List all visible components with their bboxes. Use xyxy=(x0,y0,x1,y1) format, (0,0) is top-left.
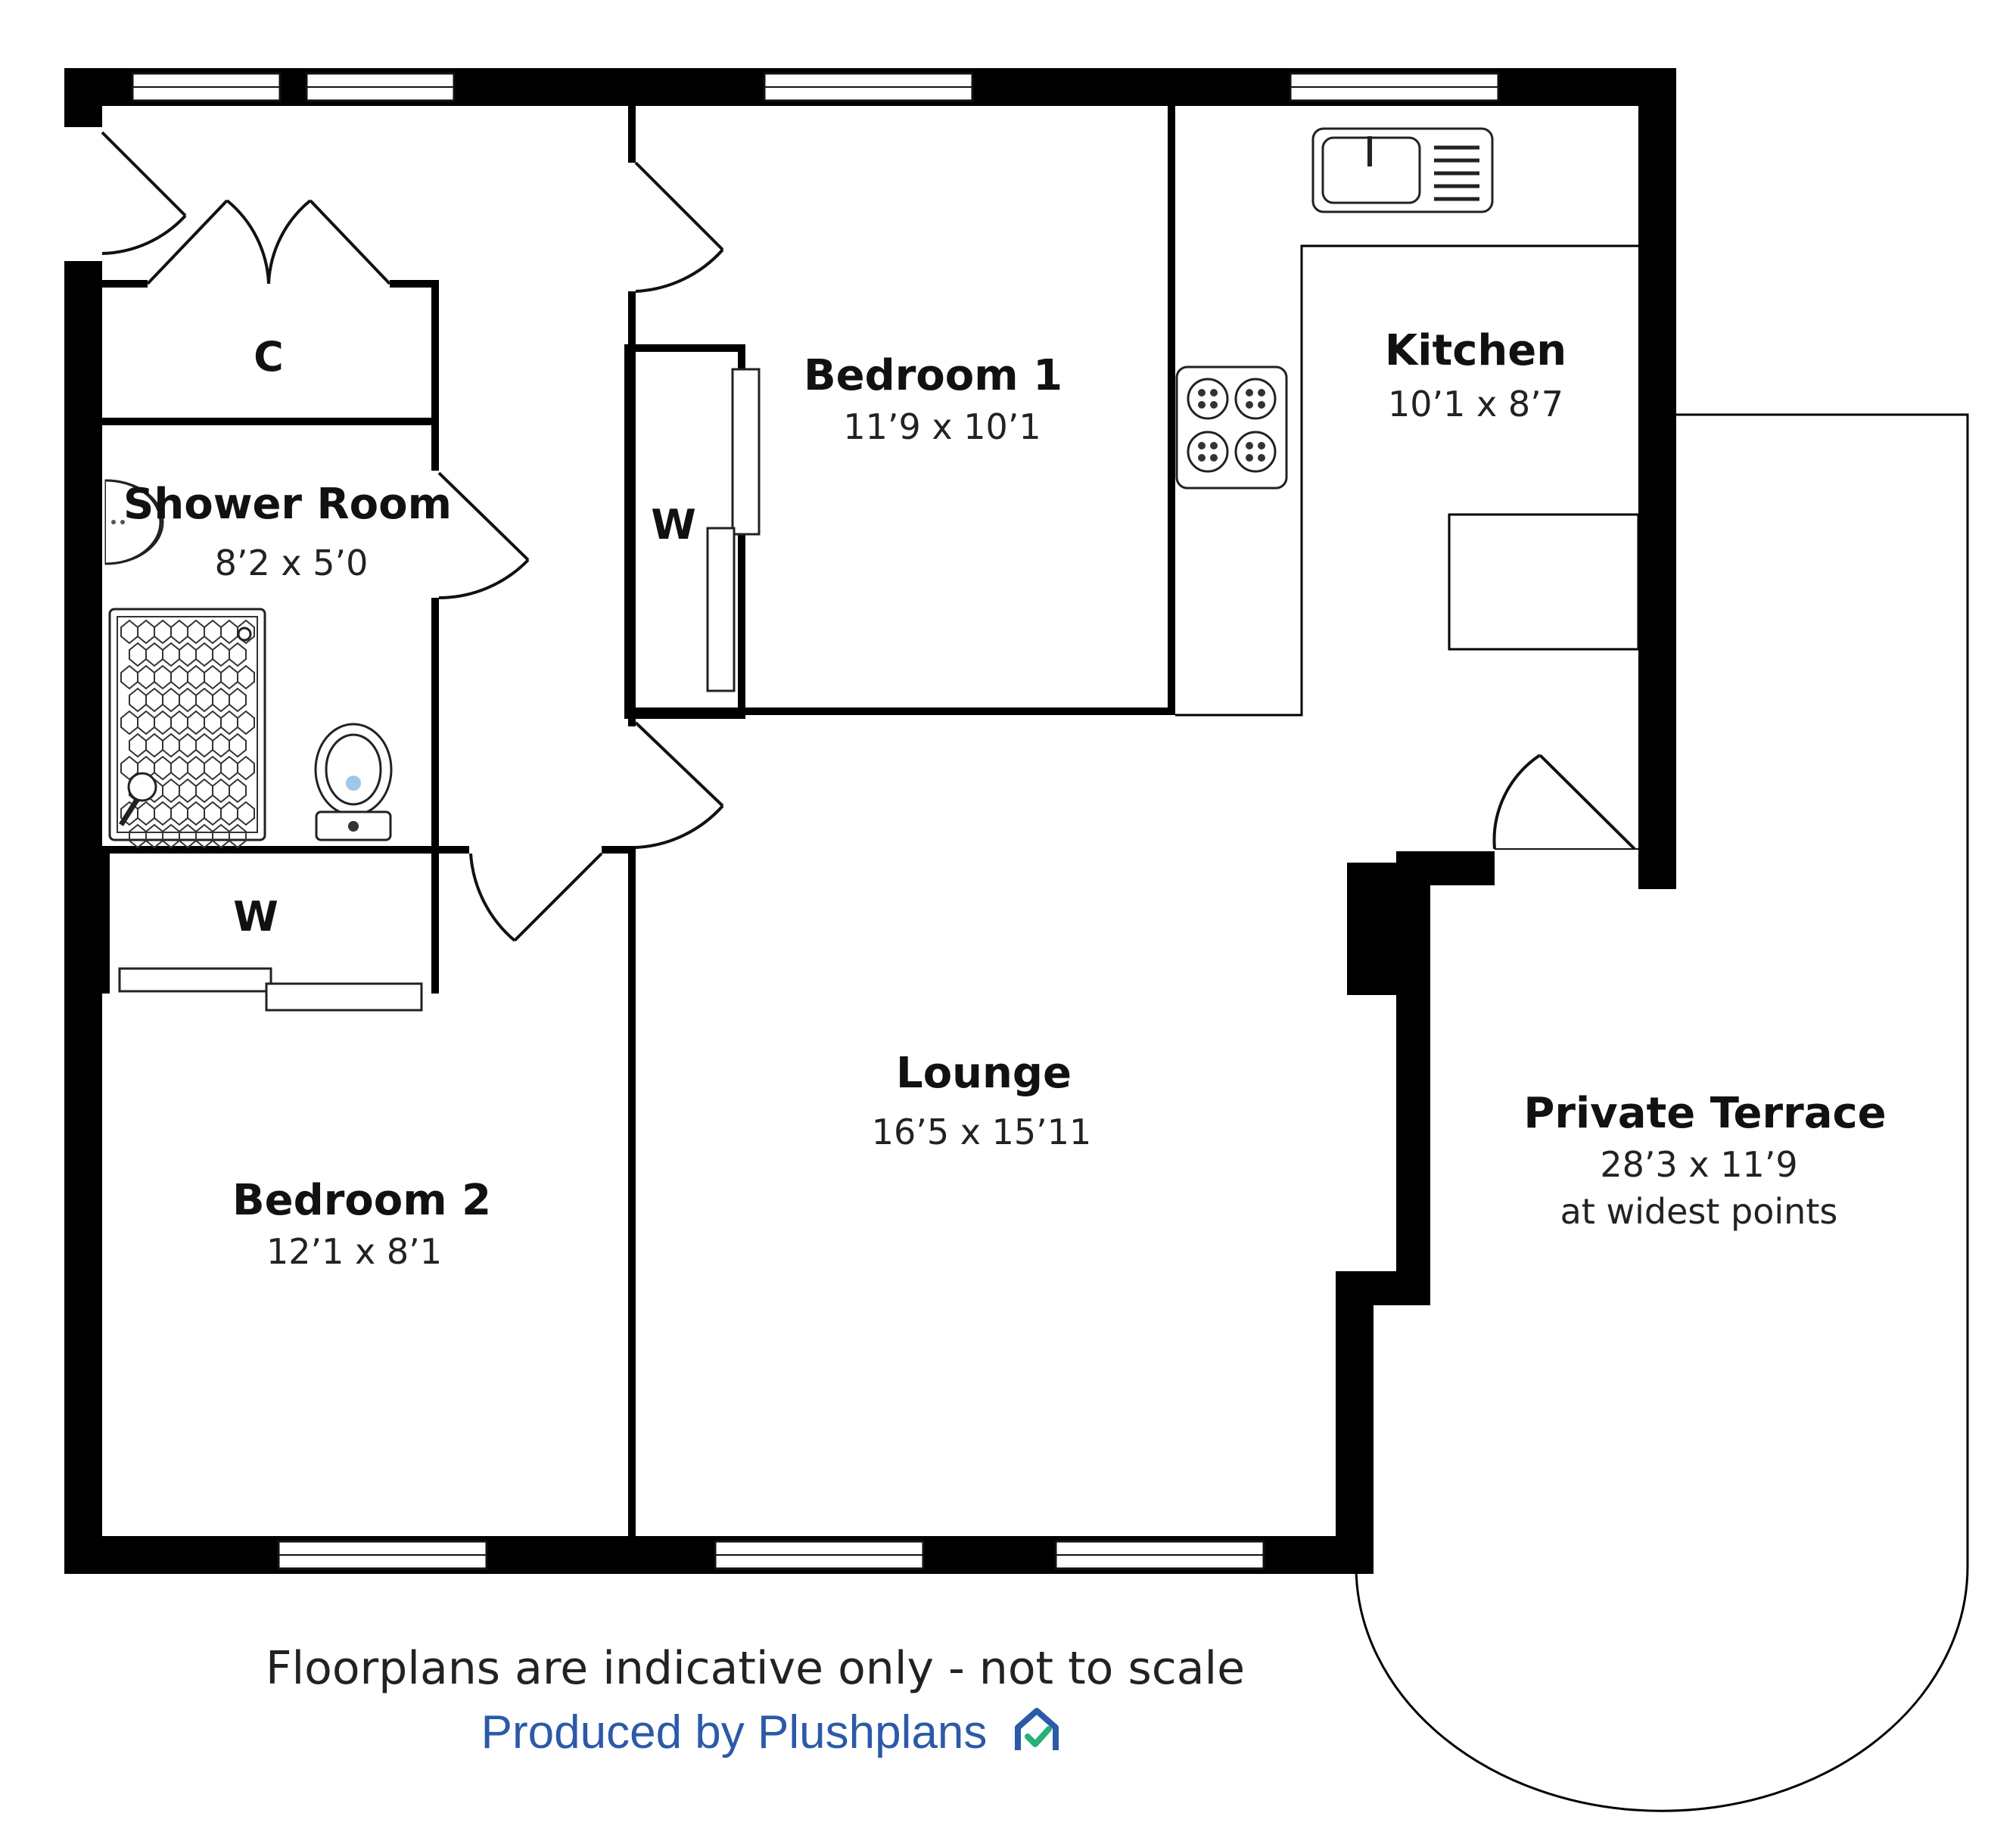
shower-tile xyxy=(237,664,255,690)
terrace-outline xyxy=(1355,413,1969,1812)
room-name-shower: Shower Room xyxy=(123,480,452,529)
room-dims-kitchen: 10’1 x 8’7 xyxy=(1388,384,1563,424)
cupboard-code: C xyxy=(254,333,284,381)
room-dims-lounge: 16’5 x 15’11 xyxy=(872,1112,1092,1152)
sink-icon xyxy=(1311,127,1494,213)
room-note-terrace: at widest points xyxy=(1560,1191,1838,1232)
room-name-terrace: Private Terrace xyxy=(1523,1089,1886,1138)
toilet-icon xyxy=(314,723,393,841)
room-dims-shower: 8’2 x 5’0 xyxy=(215,543,369,583)
room-dims-bedroom1: 11’9 x 10’1 xyxy=(843,406,1041,447)
credit-text: Produced by Plushplans xyxy=(481,1706,988,1759)
shower-tile xyxy=(237,710,255,735)
shower-tile xyxy=(229,823,247,849)
basin-icon xyxy=(104,479,164,565)
wardrobe-code-bedroom1: W xyxy=(651,501,696,549)
shower-tile xyxy=(229,687,247,713)
room-name-bedroom2: Bedroom 2 xyxy=(232,1176,491,1225)
room-dims-terrace: 28’3 x 11’9 xyxy=(1600,1144,1797,1185)
wardrobe-bedroom2 xyxy=(118,967,423,1012)
plushplans-house-check-icon xyxy=(1015,1708,1059,1750)
shower-tile xyxy=(237,619,255,645)
disclaimer-text: Floorplans are indicative only - not to … xyxy=(266,1642,1245,1695)
shower-tile xyxy=(237,801,255,826)
windows xyxy=(131,72,1500,1570)
hob-icon xyxy=(1175,365,1288,490)
shower-tile xyxy=(229,778,247,804)
shower-tile xyxy=(237,755,255,781)
room-name-bedroom1: Bedroom 1 xyxy=(804,351,1062,400)
shower-tray-icon xyxy=(108,608,266,849)
room-dims-bedroom2: 12’1 x 8’1 xyxy=(266,1231,442,1272)
shower-tile xyxy=(229,732,247,758)
room-name-lounge: Lounge xyxy=(896,1049,1072,1098)
wardrobe-code-bedroom2: W xyxy=(233,893,278,941)
doors xyxy=(101,131,1638,942)
room-name-kitchen: Kitchen xyxy=(1385,326,1566,375)
wardrobe-bedroom1 xyxy=(624,344,761,719)
kitchen-counters xyxy=(1175,244,1640,717)
shower-tile xyxy=(229,642,247,667)
exterior-walls xyxy=(64,68,1676,1574)
